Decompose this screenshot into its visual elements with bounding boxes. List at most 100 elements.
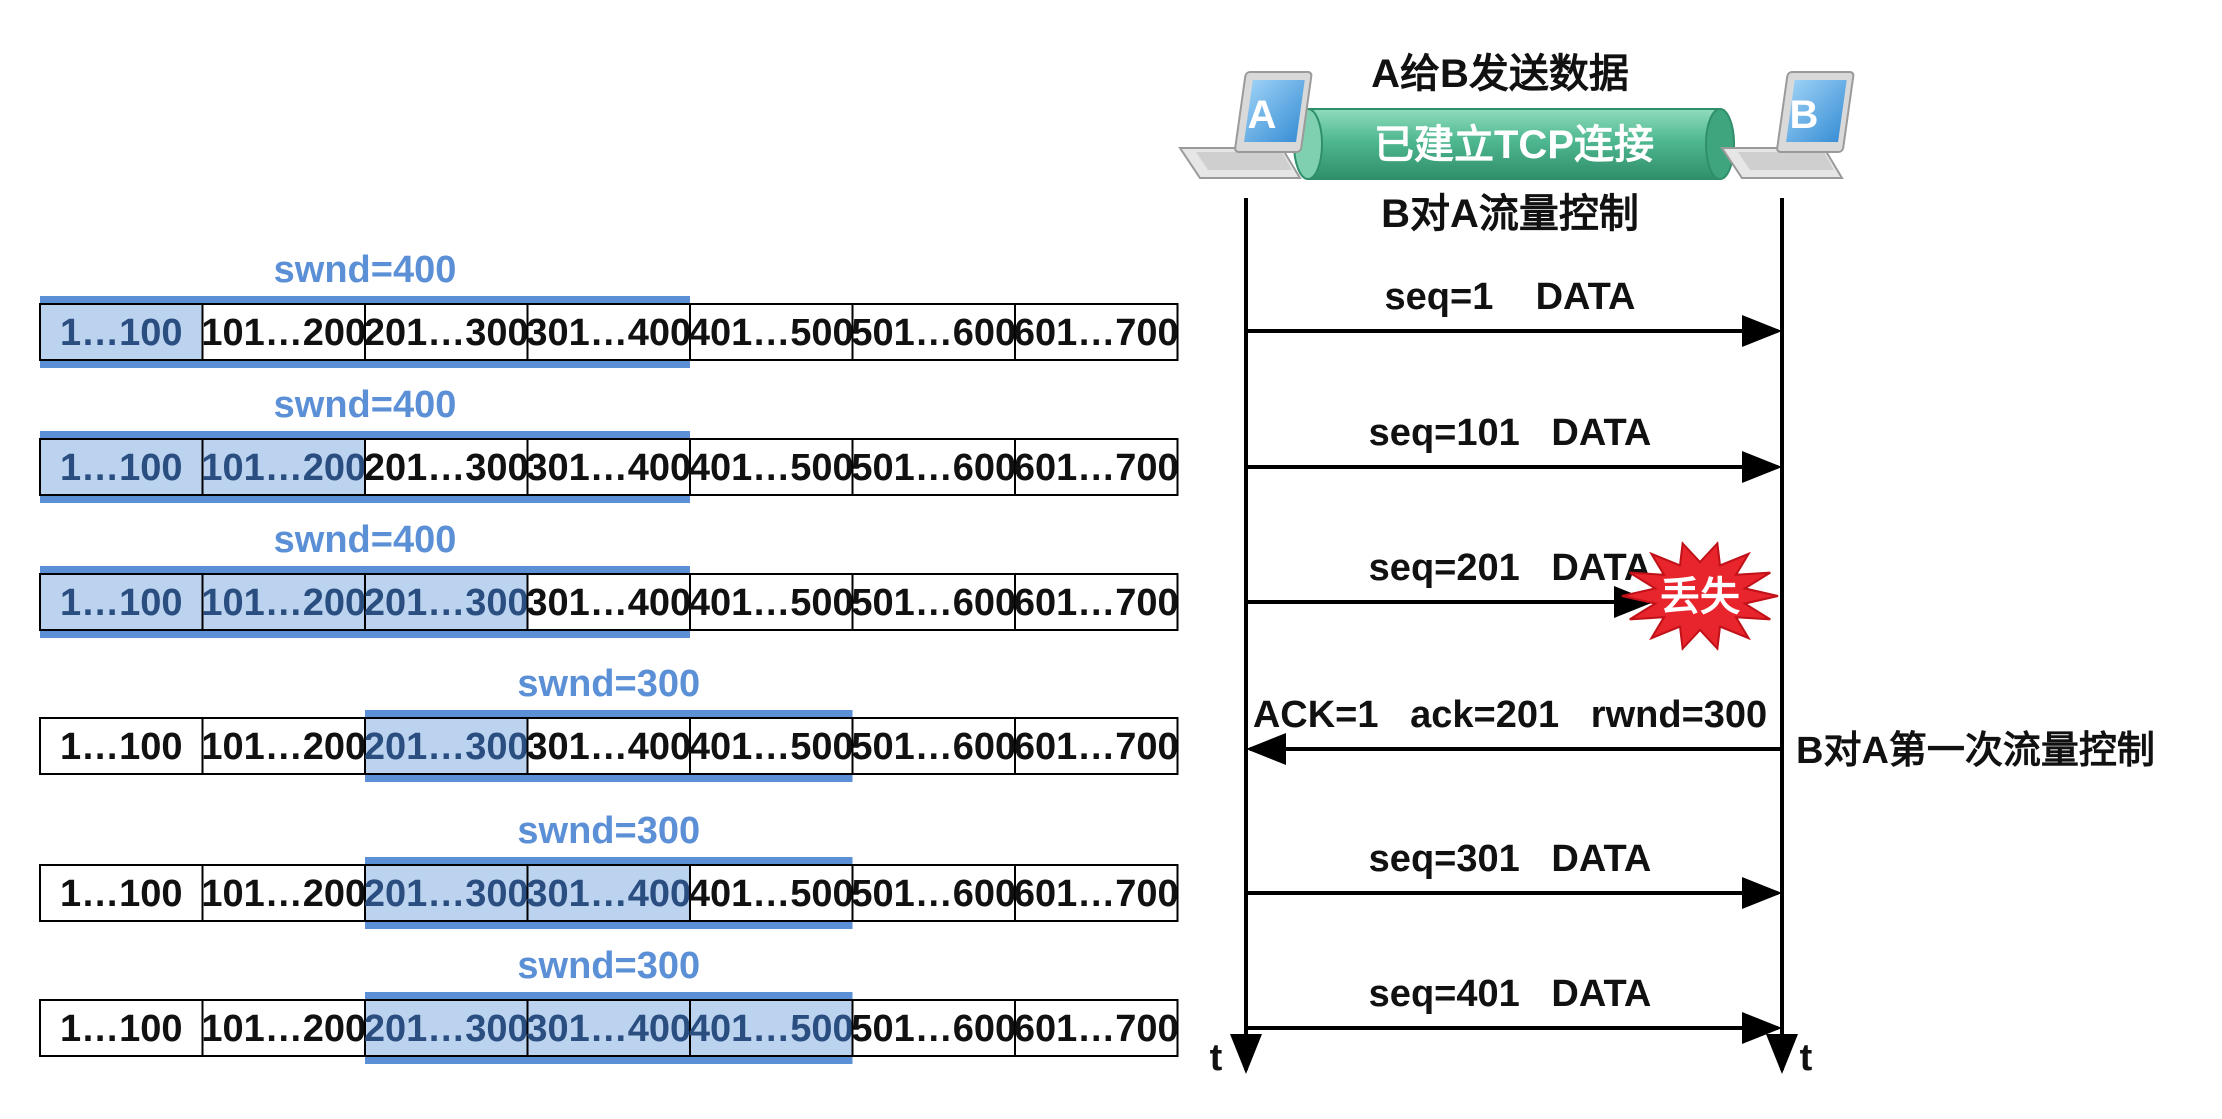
buffer-cell — [364, 303, 529, 361]
buffer-cell — [201, 717, 366, 775]
buffer-cell — [1014, 438, 1179, 496]
host-b-laptop-icon: B — [1720, 71, 1855, 179]
buffer-cell-label: 401…500 — [689, 873, 854, 915]
buffer-cell-label: 1…100 — [60, 1008, 183, 1050]
buffer-cell — [689, 438, 854, 496]
swnd-label: swnd=300 — [517, 945, 700, 987]
message-label: seq=201 DATA — [1369, 547, 1652, 589]
swnd-label: swnd=400 — [274, 519, 457, 561]
buffer-cell — [201, 999, 366, 1057]
buffer-cell-label: 601…700 — [1014, 1008, 1179, 1050]
buffer-cell — [201, 864, 366, 922]
buffer-cell — [364, 717, 529, 775]
buffer-cell — [851, 717, 1016, 775]
header-bottom-label: B对A流量控制 — [1381, 192, 1639, 236]
buffer-cell-label: 501…600 — [851, 447, 1016, 489]
buffer-cell-label: 501…600 — [851, 873, 1016, 915]
buffer-cell-label: 401…500 — [689, 582, 854, 624]
buffer-cell — [1014, 717, 1179, 775]
buffer-cell-label: 201…300 — [364, 582, 529, 624]
buffer-cell-label: 501…600 — [851, 582, 1016, 624]
lost-burst-icon — [1621, 541, 1779, 651]
swnd-label: swnd=400 — [274, 249, 457, 291]
buffer-cell — [526, 438, 691, 496]
buffer-cell-label: 201…300 — [364, 726, 529, 768]
buffer-cell — [526, 303, 691, 361]
buffer-cell — [364, 573, 529, 631]
buffer-cell-label: 1…100 — [60, 447, 183, 489]
buffer-cell-label: 601…700 — [1014, 873, 1179, 915]
header-top-label: A给B发送数据 — [1371, 52, 1629, 96]
buffer-cell — [526, 999, 691, 1057]
swnd-label: swnd=300 — [517, 663, 700, 705]
message-label: seq=101 DATA — [1369, 412, 1652, 454]
buffer-cell-label: 401…500 — [689, 447, 854, 489]
buffer-cell-label: 1…100 — [60, 582, 183, 624]
buffer-cell-label: 301…400 — [526, 726, 691, 768]
buffer-cell-label: 601…700 — [1014, 447, 1179, 489]
buffer-cell-label: 301…400 — [526, 873, 691, 915]
buffer-cell-label: 201…300 — [364, 312, 529, 354]
buffer-cell-label: 1…100 — [60, 873, 183, 915]
buffer-cell-label: 301…400 — [526, 1008, 691, 1050]
buffer-cell-label: 501…600 — [851, 726, 1016, 768]
buffer-cell — [364, 999, 529, 1057]
buffer-cell — [364, 864, 529, 922]
buffer-cell-label: 601…700 — [1014, 726, 1179, 768]
flow-control-note: B对A第一次流量控制 — [1796, 730, 2155, 772]
buffer-cell — [39, 999, 204, 1057]
buffer-cell-label: 401…500 — [689, 1008, 854, 1050]
message-label: seq=301 DATA — [1369, 838, 1652, 880]
buffer-cell-label: 101…200 — [201, 447, 366, 489]
message-label: seq=401 DATA — [1369, 973, 1652, 1015]
buffer-cell-label: 101…200 — [201, 582, 366, 624]
buffer-cell-label: 301…400 — [526, 582, 691, 624]
message-label: seq=1 DATA — [1385, 276, 1636, 318]
buffer-cell — [39, 438, 204, 496]
buffer-cell — [851, 438, 1016, 496]
buffer-cell — [364, 438, 529, 496]
buffer-cell-label: 201…300 — [364, 1008, 529, 1050]
message: seq=301 DATA — [1246, 838, 1782, 909]
tcp-connection-cylinder: 已建立TCP连接 — [1293, 108, 1735, 180]
buffer-cell-label: 101…200 — [201, 726, 366, 768]
swnd-label: swnd=300 — [517, 810, 700, 852]
buffer-cell — [201, 303, 366, 361]
time-label-b: t — [1800, 1037, 1813, 1079]
message: seq=101 DATA — [1246, 412, 1782, 483]
buffer-cell — [39, 573, 204, 631]
buffer-cell — [689, 573, 854, 631]
buffer-cell — [689, 864, 854, 922]
buffer-cell-label: 301…400 — [526, 312, 691, 354]
buffer-cell — [1014, 864, 1179, 922]
buffer-cell-label: 101…200 — [201, 1008, 366, 1050]
buffer-cell-label: 201…300 — [364, 447, 529, 489]
connection-label: 已建立TCP连接 — [1374, 123, 1654, 167]
message: seq=401 DATA — [1246, 973, 1782, 1044]
window-row: 1…100 101…200201…300301…400401…500501…600… — [39, 519, 1179, 638]
time-label-a: t — [1210, 1037, 1223, 1079]
buffer-cell — [201, 573, 366, 631]
buffer-cell — [689, 999, 854, 1057]
message: seq=1 DATA — [1246, 276, 1782, 347]
buffer-cell-label: 1…100 — [60, 726, 183, 768]
buffer-cell — [39, 717, 204, 775]
buffer-cell-label: 201…300 — [364, 873, 529, 915]
buffer-cell-label: 101…200 — [201, 873, 366, 915]
buffer-cell — [526, 717, 691, 775]
buffer-cell-label: 1…100 — [60, 312, 183, 354]
buffer-cell — [851, 999, 1016, 1057]
buffer-cell-label: 401…500 — [689, 312, 854, 354]
buffer-cell — [851, 864, 1016, 922]
swnd-label: swnd=400 — [274, 384, 457, 426]
